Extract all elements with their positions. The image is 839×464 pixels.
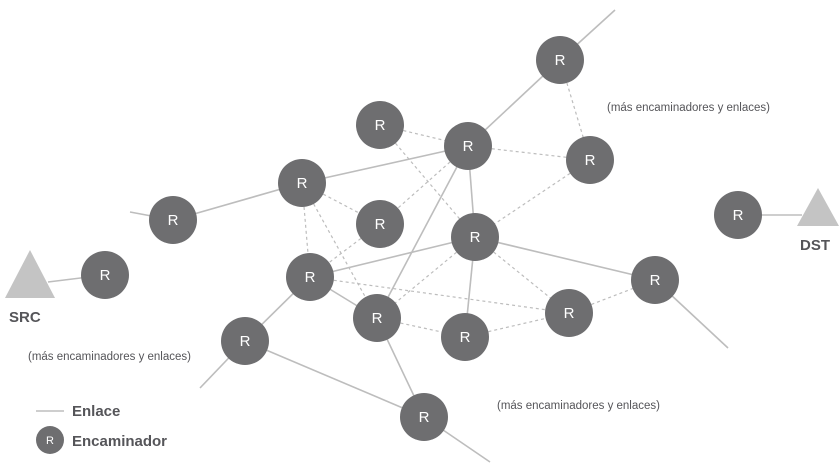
router-label: R <box>564 305 575 322</box>
router-node: R <box>221 317 269 365</box>
link <box>244 340 425 418</box>
link <box>376 145 469 319</box>
legend-router-swatch: R <box>36 426 64 454</box>
destination-host: DST <box>797 188 839 254</box>
note-more-routers: (más encaminadores y enlaces) <box>28 351 191 363</box>
router-node: R <box>149 196 197 244</box>
router-label: R <box>733 207 744 224</box>
router-node: R <box>631 256 679 304</box>
note-more-routers: (más encaminadores y enlaces) <box>607 102 770 114</box>
router-label: R <box>460 329 471 346</box>
router-node: R <box>714 191 762 239</box>
legend-link-label: Enlace <box>72 403 120 420</box>
router-label: R <box>470 229 481 246</box>
link <box>309 236 476 278</box>
router-label: R <box>585 152 596 169</box>
router-label: R <box>463 138 474 155</box>
router-node: R <box>356 200 404 248</box>
destination-host-label: DST <box>800 237 830 254</box>
router-node: R <box>536 36 584 84</box>
router-label: R <box>375 216 386 233</box>
router-label: R <box>650 272 661 289</box>
router-node: R <box>566 136 614 184</box>
router-label: R <box>419 409 430 426</box>
virtual-link <box>379 124 476 238</box>
router-node: R <box>444 122 492 170</box>
virtual-link <box>301 182 378 319</box>
router-label: R <box>168 212 179 229</box>
legend-router-label: Encaminador <box>72 433 167 450</box>
router-node: R <box>353 294 401 342</box>
link <box>301 145 469 184</box>
router-node: R <box>441 313 489 361</box>
router-node: R <box>400 393 448 441</box>
router-label: R <box>555 52 566 69</box>
virtual-link <box>309 276 570 314</box>
router-label: R <box>372 310 383 327</box>
destination-host-icon <box>797 188 839 226</box>
router-node: R <box>545 289 593 337</box>
legend: Enlace R Encaminador <box>36 403 167 454</box>
router-node: R <box>356 101 404 149</box>
links-dashed <box>301 59 656 338</box>
note-more-routers: (más encaminadores y enlaces) <box>497 400 660 412</box>
source-host: SRC <box>5 250 55 326</box>
router-node: R <box>451 213 499 261</box>
router-label: R <box>100 267 111 284</box>
router-node: R <box>278 159 326 207</box>
router-label: R <box>375 117 386 134</box>
source-host-icon <box>5 250 55 298</box>
router-node: R <box>81 251 129 299</box>
legend-router-symbol: R <box>46 435 54 447</box>
routers: R R R R R R R R R R R R R R R R R <box>81 36 762 441</box>
router-label: R <box>305 269 316 286</box>
source-host-label: SRC <box>9 309 41 326</box>
router-node: R <box>286 253 334 301</box>
router-label: R <box>240 333 251 350</box>
router-label: R <box>297 175 308 192</box>
link <box>474 236 656 281</box>
